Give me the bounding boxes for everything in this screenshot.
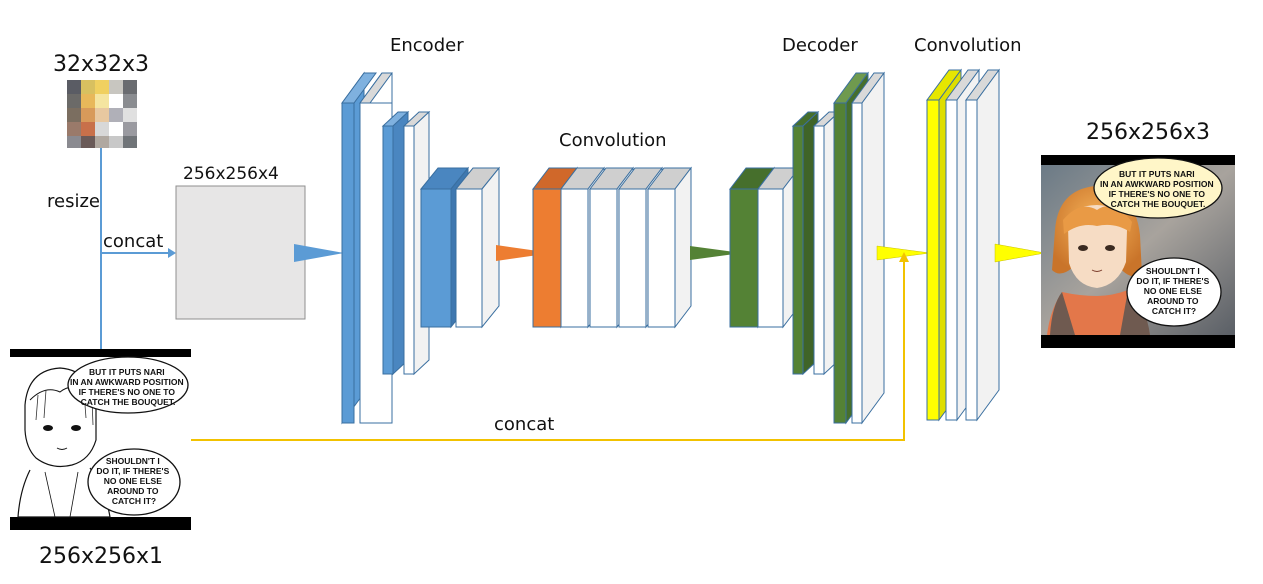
output-bubble-top-text: BUT IT PUTS NARI IN AN AWKWARD POSITION … — [1100, 169, 1216, 209]
conv-layer-white-4 — [646, 166, 693, 329]
decoder-layers — [728, 71, 885, 425]
output-speech-bubble-bottom — [1126, 257, 1222, 327]
bubble-top-text: BUT IT PUTS NARI IN AN AWKWARD POSITION … — [70, 367, 186, 407]
encoder-label: Encoder — [390, 35, 464, 56]
input-gray-dim-label: 256x256x1 — [39, 544, 163, 569]
decoder-layer-3-white — [851, 71, 885, 425]
final-conv-layer-white-2 — [965, 68, 1000, 422]
concat-input-block — [175, 185, 306, 320]
speech-bubble-top — [67, 356, 189, 414]
bubble-bottom-text: SHOULDN'T I DO IT, IF THERE'S NO ONE ELS… — [96, 456, 171, 506]
input-small-dim-label: 32x32x3 — [53, 52, 149, 77]
concat-bottom-label: concat — [494, 414, 554, 435]
skip-concat-arrow-head — [899, 252, 909, 262]
colorized-output-image: BUT IT PUTS NARI IN AN AWKWARD POSITION … — [1041, 155, 1235, 348]
output-speech-bubble-top — [1093, 157, 1223, 219]
output-dim-label: 256x256x3 — [1086, 120, 1210, 145]
final-convolution-layers — [926, 68, 1000, 422]
conv-input-arrow — [496, 245, 552, 261]
output-bubble-bottom-text: SHOULDN'T I DO IT, IF THERE'S NO ONE ELS… — [1136, 266, 1211, 316]
speech-bubble-bottom — [87, 448, 181, 516]
encoder-input-arrow — [294, 244, 344, 262]
decoder-label: Decoder — [782, 35, 858, 56]
skip-concat-line — [191, 258, 905, 441]
final-convolution-label: Convolution — [914, 35, 1022, 56]
concat-dim-label: 256x256x4 — [183, 164, 279, 184]
encoder-layers — [341, 71, 501, 425]
middle-convolution-label: Convolution — [559, 130, 667, 151]
middle-convolution-layers — [531, 166, 693, 329]
grayscale-comic-image: BUT IT PUTS NARI IN AN AWKWARD POSITION … — [10, 349, 191, 530]
small-color-image — [67, 80, 137, 148]
concat-top-label: concat — [103, 231, 163, 252]
resize-label: resize — [47, 191, 100, 212]
encoder-layer-3-white — [454, 166, 501, 329]
concat-arrow-head — [168, 248, 176, 258]
output-arrow — [994, 243, 1046, 263]
encoder-layer-1-blue — [341, 71, 377, 425]
decoder-input-arrow — [690, 246, 742, 260]
